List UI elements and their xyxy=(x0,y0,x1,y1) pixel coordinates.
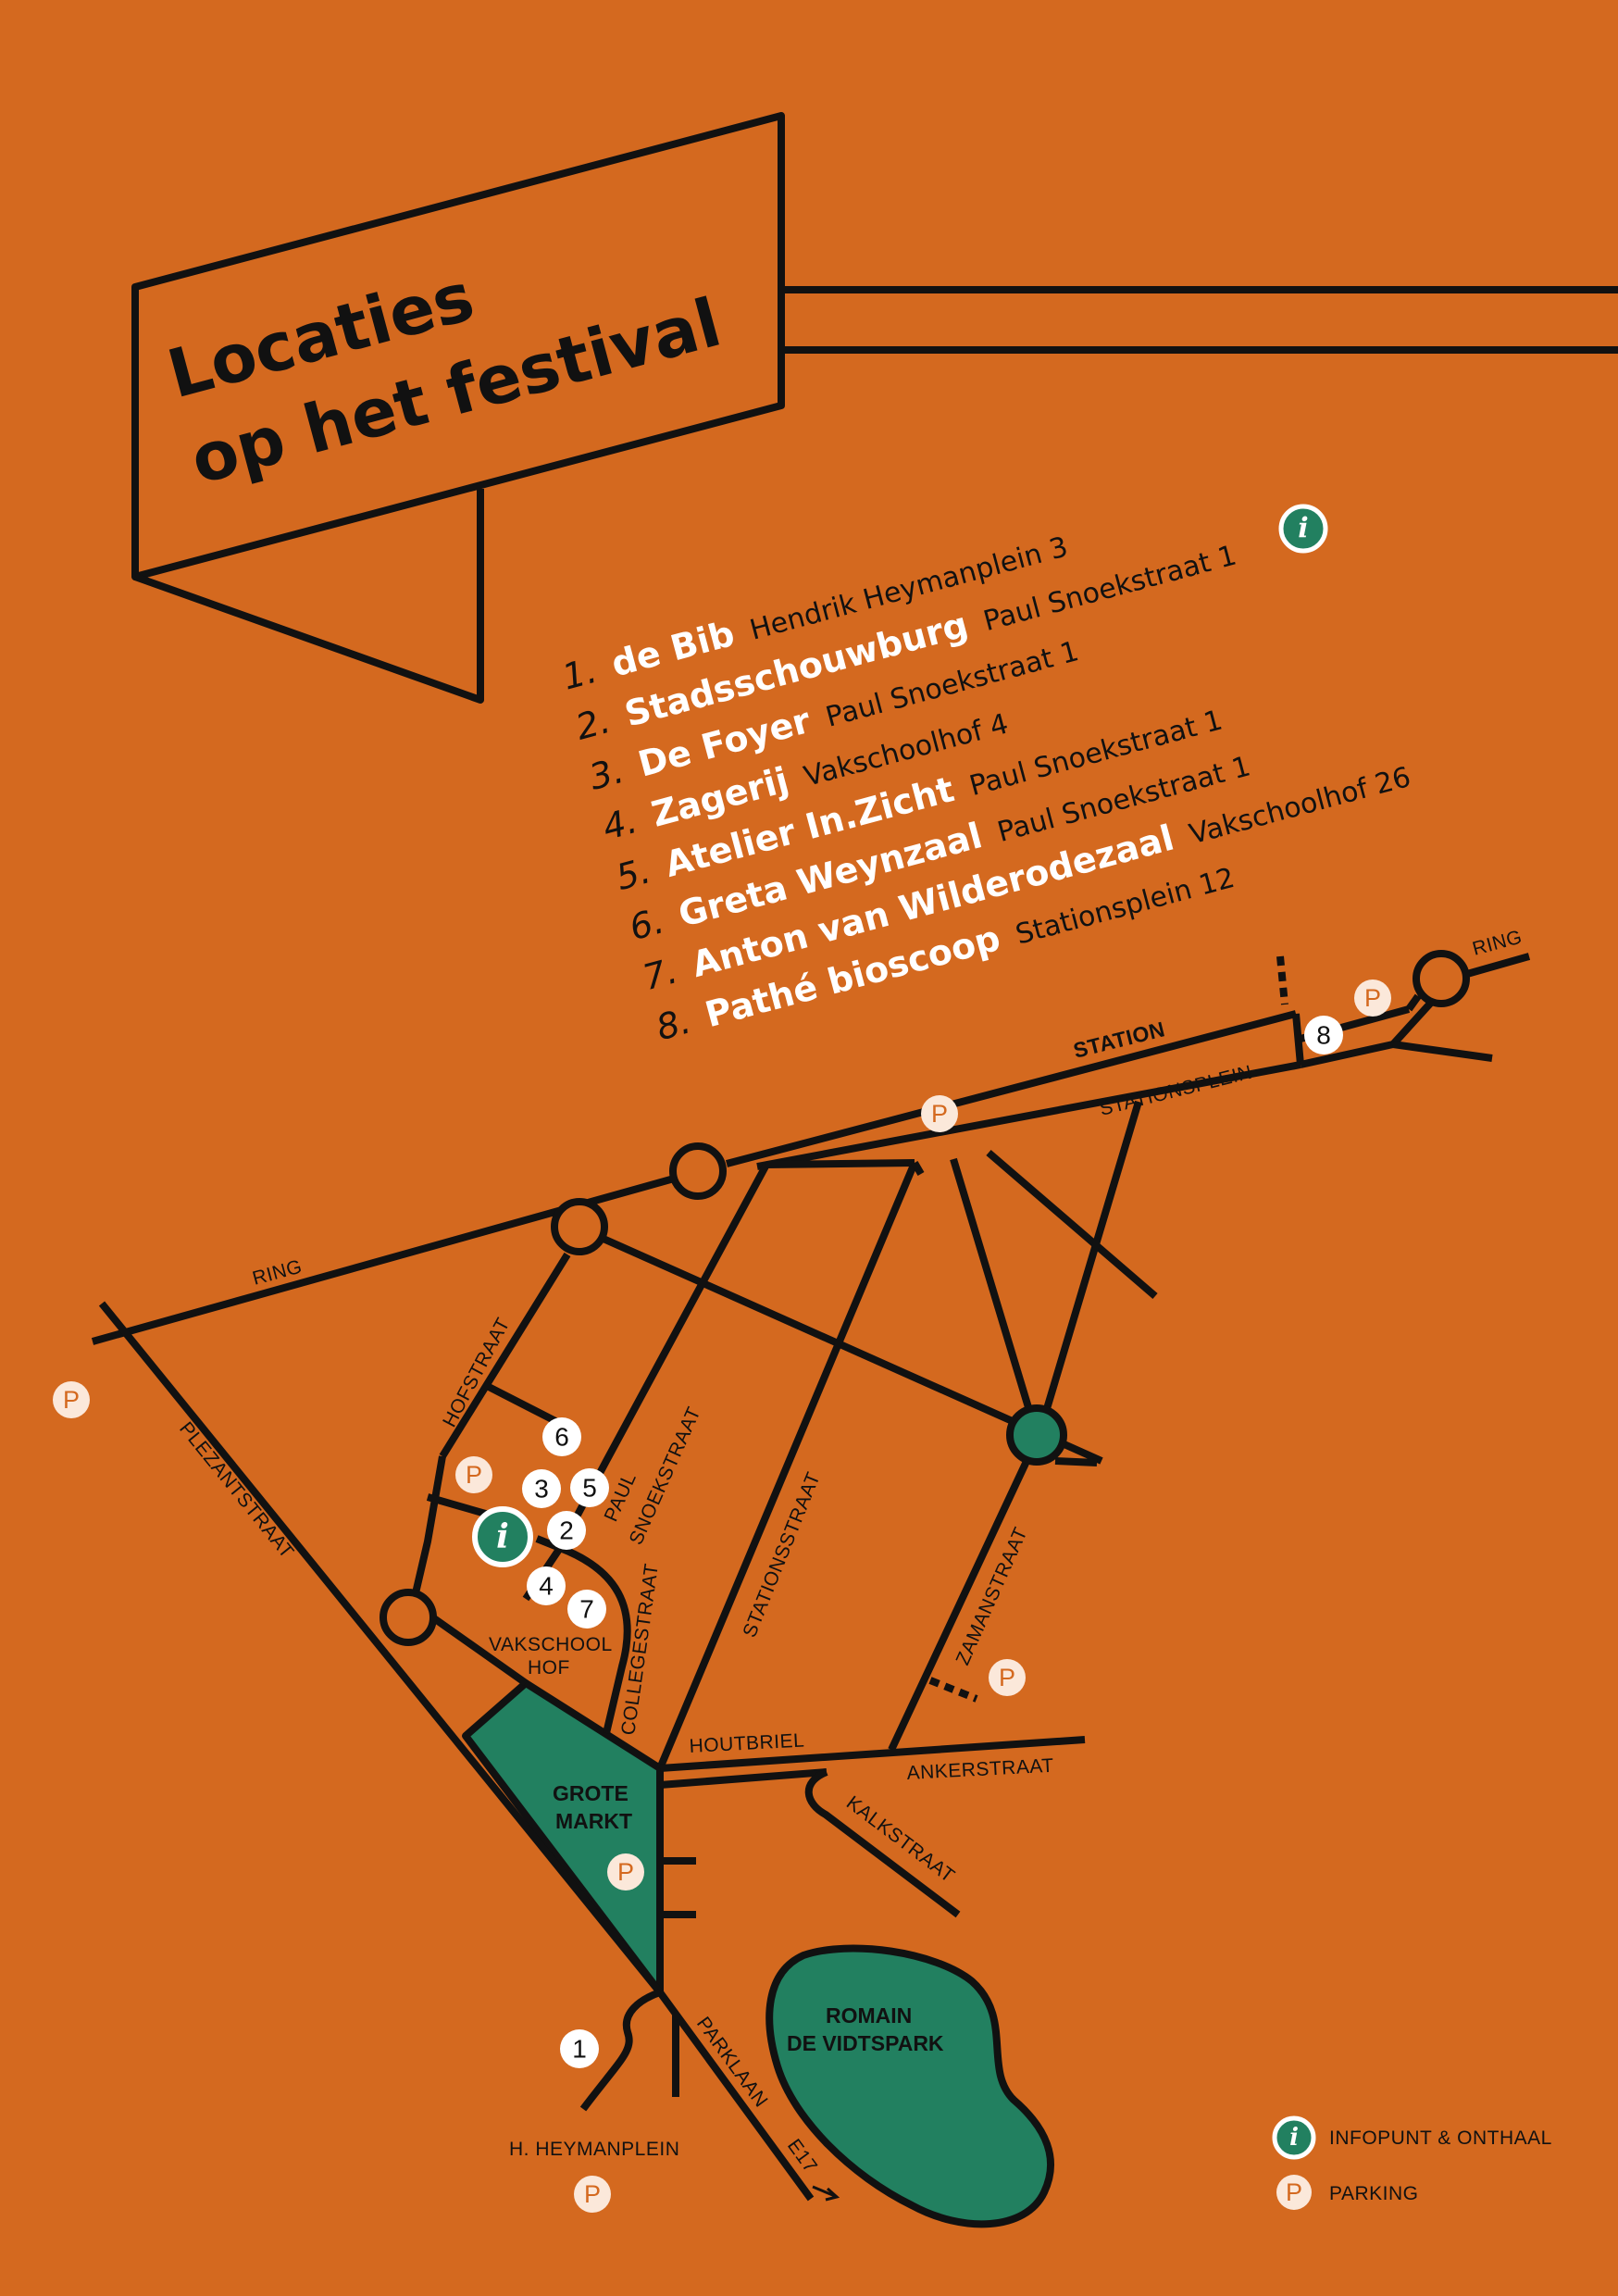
green-roundabout xyxy=(1006,1404,1067,1466)
heymanplein-road xyxy=(579,1989,662,2112)
plezantstraat-road xyxy=(98,1301,664,1995)
street-label-station: STATION xyxy=(1071,1017,1167,1063)
svg-text:P: P xyxy=(999,1664,1015,1691)
street-label-plezantstraat: PLEZANTSTRAAT xyxy=(175,1418,298,1563)
street-label-ring-east: RING xyxy=(1470,927,1525,960)
station-road-north xyxy=(725,1010,1298,1167)
svg-text:P: P xyxy=(1364,984,1381,1012)
location-number: 1. xyxy=(558,650,601,698)
parking-icon[interactable]: P xyxy=(1354,980,1391,1017)
info-icon: i xyxy=(1278,504,1328,554)
stationsstraat-road xyxy=(656,1161,918,1770)
arrow-icon xyxy=(825,2187,840,2202)
svg-text:i: i xyxy=(1289,2124,1299,2152)
location-marker-6[interactable]: 6 xyxy=(542,1417,581,1456)
zamanstraat-road xyxy=(888,1454,1033,1752)
svg-text:i: i xyxy=(496,1517,509,1556)
legend-info-label: INFOPUNT & ONTHAAL xyxy=(1329,2128,1552,2149)
street-label-snoekstraat: SNOEKSTRAAT xyxy=(626,1404,705,1548)
svg-text:5: 5 xyxy=(582,1474,597,1503)
roundabout xyxy=(551,1198,608,1255)
location-marker-8[interactable]: 8 xyxy=(1304,1016,1343,1054)
ring-road-east xyxy=(1465,953,1531,978)
svg-text:8: 8 xyxy=(1316,1021,1331,1050)
location-number: 2. xyxy=(571,700,614,748)
legend-parking-icon: P xyxy=(1276,2175,1312,2210)
street-label-vakschool: VAKSCHOOL xyxy=(489,1634,613,1655)
grote-markt-label-2: MARKT xyxy=(555,1809,632,1833)
legend: i INFOPUNT & ONTHAAL P PARKING xyxy=(1272,2115,1552,2210)
parking-markers: P P P P P P P xyxy=(53,980,1391,2213)
svg-text:i: i xyxy=(1298,513,1308,545)
street-label-hof: HOF xyxy=(528,1657,570,1678)
legend-parking-label: PARKING xyxy=(1329,2183,1418,2204)
svg-text:7: 7 xyxy=(579,1595,594,1624)
kalkstraat-road xyxy=(804,1768,961,1918)
roundabout xyxy=(380,1589,437,1646)
park-label-2: DE VIDTSPARK xyxy=(787,2031,944,2055)
parking-icon[interactable]: P xyxy=(607,1853,644,1890)
location-markers: 1 2 3 4 5 6 7 8 xyxy=(522,1016,1343,2068)
grote-markt-label-1: GROTE xyxy=(553,1781,629,1805)
info-icon[interactable]: i xyxy=(472,1506,533,1567)
svg-text:1: 1 xyxy=(572,2035,587,2064)
roundabouts xyxy=(380,950,1470,1646)
svg-text:P: P xyxy=(584,2180,601,2208)
location-marker-5[interactable]: 5 xyxy=(570,1468,609,1507)
location-number: 4. xyxy=(598,800,641,848)
hofstraat-road xyxy=(439,1252,571,1459)
location-marker-2[interactable]: 2 xyxy=(547,1511,586,1550)
romain-de-vidtspark-area xyxy=(765,1944,1054,2228)
svg-text:2: 2 xyxy=(559,1516,574,1545)
ankerstraat-road xyxy=(659,1736,1086,1772)
street-label-stationsplein: STATIONSPLEIN xyxy=(1098,1062,1255,1120)
svg-text:P: P xyxy=(63,1386,80,1414)
stationsplein-road xyxy=(756,1061,1301,1170)
location-number: 5. xyxy=(612,850,654,898)
stationsplein-south-road xyxy=(1042,1100,1142,1414)
street-label-h-heymanplein: H. HEYMANPLEIN xyxy=(509,2139,679,2160)
svg-text:6: 6 xyxy=(554,1423,569,1452)
location-marker-4[interactable]: 4 xyxy=(527,1566,566,1605)
street-label-houtbriel: HOUTBRIEL xyxy=(689,1729,805,1756)
vakschoolhof-road xyxy=(429,1613,529,1687)
parking-icon[interactable]: P xyxy=(455,1456,492,1493)
roundabout xyxy=(1413,950,1470,1007)
svg-text:P: P xyxy=(617,1858,634,1886)
svg-text:P: P xyxy=(466,1461,482,1489)
location-number: 6. xyxy=(625,900,667,948)
houtbriel-road xyxy=(659,1768,828,1789)
location-number: 7. xyxy=(639,950,681,998)
parking-icon[interactable]: P xyxy=(921,1095,958,1132)
location-number: 8. xyxy=(652,1000,694,1048)
legend-info-icon: i xyxy=(1272,2115,1316,2160)
collegestraat-road xyxy=(558,1544,631,1734)
parking-icon[interactable]: P xyxy=(989,1659,1026,1696)
svg-text:P: P xyxy=(1286,2178,1302,2206)
roundabout xyxy=(669,1142,727,1200)
road-to-zaman-roundabout xyxy=(950,1157,1040,1437)
parking-icon[interactable]: P xyxy=(574,2176,611,2213)
park-label-1: ROMAIN xyxy=(826,2003,912,2028)
location-number: 3. xyxy=(585,750,628,798)
location-marker-7[interactable]: 7 xyxy=(567,1590,606,1628)
svg-text:P: P xyxy=(931,1100,948,1128)
svg-text:3: 3 xyxy=(534,1475,549,1504)
street-label-hofstraat: HOFSTRAAT xyxy=(439,1315,514,1431)
location-marker-3[interactable]: 3 xyxy=(522,1469,561,1508)
parking-icon[interactable]: P xyxy=(53,1381,90,1418)
dashed-connector xyxy=(1276,955,1288,1005)
street-label-ankerstraat: ANKERSTRAAT xyxy=(906,1755,1054,1784)
road-to-marker-6 xyxy=(487,1383,566,1429)
svg-text:4: 4 xyxy=(539,1572,554,1601)
road-network xyxy=(91,953,1531,2202)
parklaan-road xyxy=(656,1990,815,2202)
location-marker-1[interactable]: 1 xyxy=(560,2029,599,2068)
